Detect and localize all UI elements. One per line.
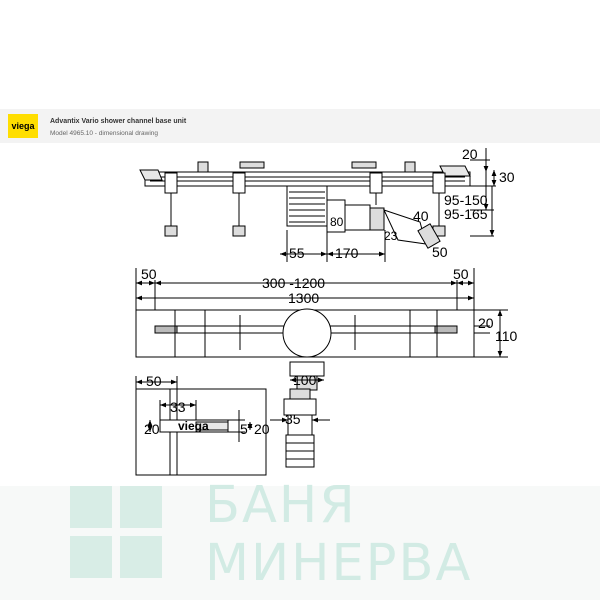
top-clip <box>351 161 377 169</box>
channel-profile <box>144 171 471 187</box>
top-view-labels: 50 300 -1200 50 1300 20 110 100 <box>141 266 518 388</box>
watermark-logo-mark <box>70 486 162 578</box>
dim-30: 30 <box>499 169 515 185</box>
top-clip <box>197 161 209 173</box>
dim-20-top: 20 <box>478 315 494 331</box>
dim-50-left: 50 <box>141 266 157 282</box>
dim-20-detail-left: 20 <box>144 421 160 437</box>
drain-outlet-top <box>282 308 332 358</box>
drawing-title: Advantix Vario shower channel base unit <box>50 118 187 125</box>
watermark-line-1: БАНЯ <box>205 476 357 535</box>
dim-5: 5 <box>240 421 248 437</box>
drain-body <box>286 185 441 249</box>
dimensional-drawing: 20 30 95-150 95-165 80 40 23 50 55 170 <box>135 146 518 476</box>
viega-logo: viega <box>8 114 38 138</box>
watermark: БАНЯ МИНЕРВА <box>0 476 600 600</box>
drawing-header: viega Advantix Vario shower channel base… <box>0 109 600 143</box>
dim-170: 170 <box>335 245 359 261</box>
dim-80: 80 <box>330 215 344 229</box>
drain-pipe <box>283 388 317 468</box>
side-view <box>139 148 497 262</box>
dim-300-1200: 300 -1200 <box>262 275 325 291</box>
dim-95-165: 95-165 <box>444 206 488 222</box>
adjustable-legs <box>164 172 446 237</box>
top-view <box>135 268 508 391</box>
dim-95-150: 95-150 <box>444 192 488 208</box>
dim-40-diam: 40 <box>413 208 429 224</box>
dim-50-detail: 50 <box>146 373 162 389</box>
dim-20-side: 20 <box>462 146 478 162</box>
side-view-labels: 20 30 95-150 95-165 80 40 23 50 55 170 <box>289 146 515 261</box>
drawing-subtitle: Model 4965.10 - dimensional drawing <box>50 130 159 137</box>
dim-1300: 1300 <box>288 290 319 306</box>
dim-35: 35 <box>285 411 301 427</box>
viega-label: viega <box>178 419 209 433</box>
top-clip <box>239 161 265 169</box>
logo-text: viega <box>11 121 35 131</box>
dim-110: 110 <box>495 328 518 344</box>
dim-55: 55 <box>289 245 305 261</box>
dim-50-right: 50 <box>453 266 469 282</box>
top-clip <box>404 161 416 173</box>
dim-50-diam: 50 <box>432 244 448 260</box>
detail-view <box>135 376 330 476</box>
detail-view-labels: 50 33 20 viega 5 20 35 <box>144 373 301 437</box>
dim-33: 33 <box>170 399 186 415</box>
dim-23: 23 <box>384 229 398 243</box>
dim-20-detail-right: 20 <box>254 421 270 437</box>
watermark-line-2: МИНЕРВА <box>205 534 473 593</box>
dim-100: 100 <box>293 372 317 388</box>
